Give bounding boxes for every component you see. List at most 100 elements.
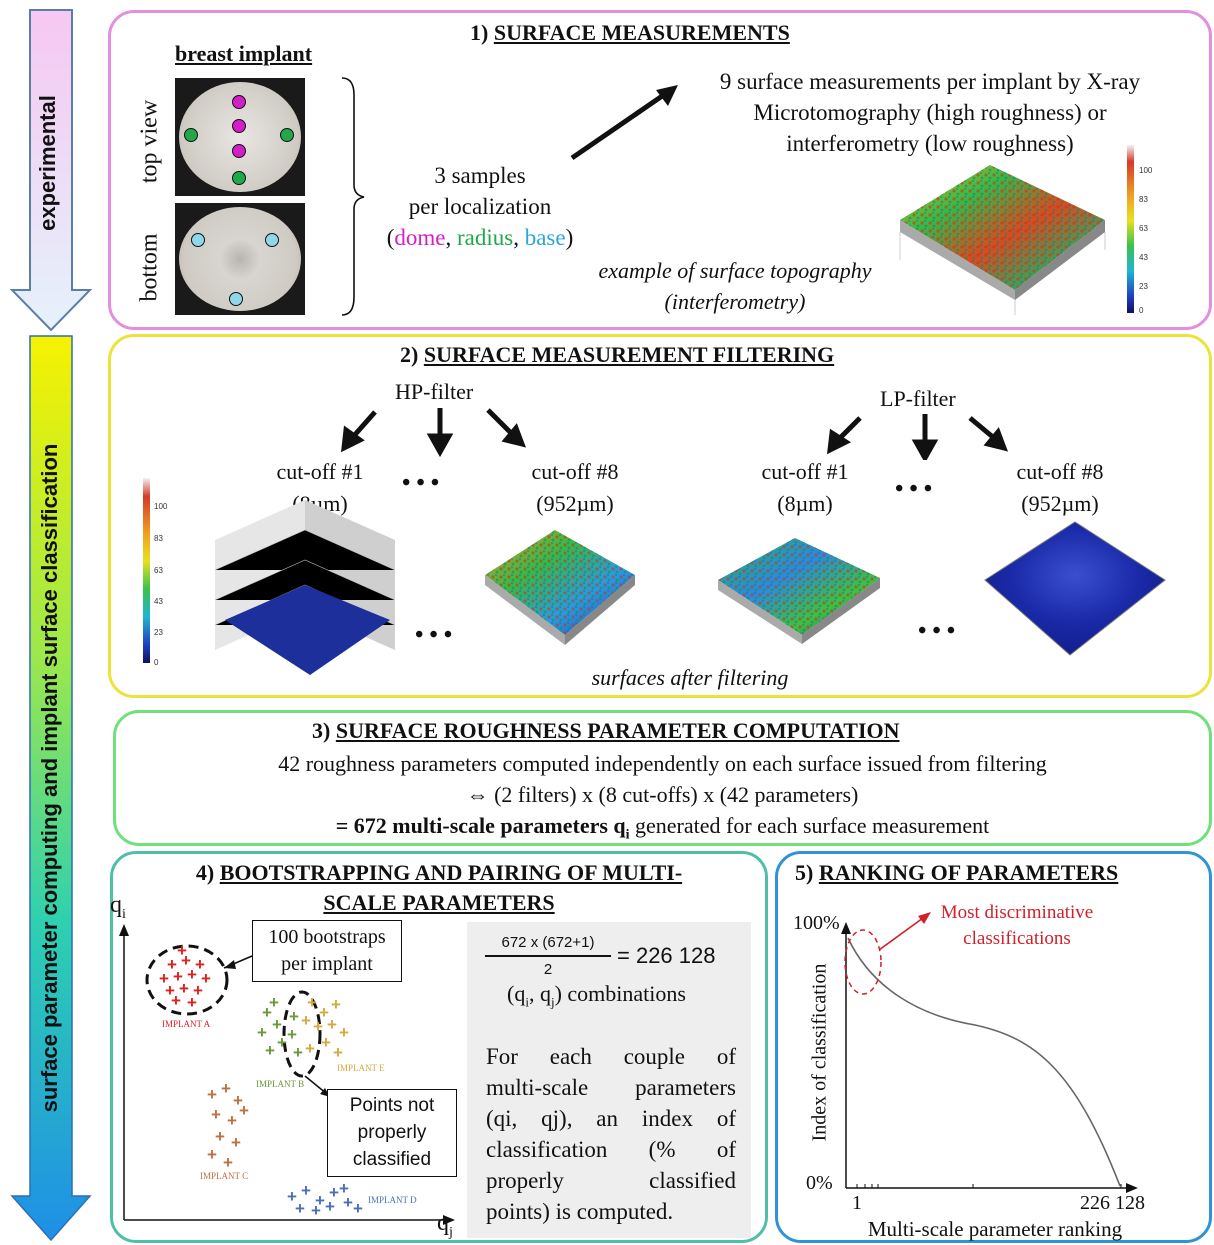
ranking-chart	[841, 912, 1138, 1193]
lp-cutoff8: cut-off #8(952µm)	[1016, 459, 1104, 516]
measure-arrow	[570, 85, 678, 161]
colorbar-tick: 63	[1139, 224, 1148, 233]
svg-text:+: +	[313, 1017, 323, 1036]
dome-dot	[232, 144, 246, 158]
colorbar-tick: 100	[154, 502, 168, 511]
panel3-line1: 42 roughness parameters computed indepen…	[278, 751, 1047, 776]
svg-text:+: +	[277, 1033, 287, 1052]
surface-topography-example	[899, 165, 1106, 315]
colorbar-tick: 0	[154, 658, 159, 667]
svg-text:+: +	[287, 1025, 297, 1044]
svg-text:+: +	[287, 1187, 297, 1206]
panel5-title: 5) RANKING OF PARAMETERS	[795, 860, 1119, 885]
x-min-label: 1	[852, 1192, 862, 1214]
svg-text:+: +	[331, 995, 341, 1014]
panel-parameter-computation	[113, 710, 1212, 846]
filter-arrows	[341, 408, 1009, 460]
svg-text:+: +	[195, 955, 205, 974]
svg-text:+: +	[233, 1091, 243, 1110]
panel2-title: 2) SURFACE MEASUREMENT FILTERING	[400, 342, 835, 367]
svg-text:+: +	[223, 1153, 233, 1172]
base-dot	[265, 233, 279, 247]
axis-qj: qj	[437, 1210, 453, 1240]
combinations-text: (qi, qj) combinations	[507, 981, 686, 1010]
radius-dot	[184, 128, 198, 142]
colorbar-tick: 63	[154, 566, 163, 575]
svg-text:+: +	[333, 1043, 343, 1062]
radius-dot	[280, 128, 294, 142]
formula-bar	[485, 955, 611, 957]
y-max-label: 100%	[793, 912, 840, 934]
lp-filter-label: LP-filter	[880, 386, 956, 411]
svg-text:+: +	[339, 1179, 349, 1198]
svg-text:+: +	[227, 1111, 237, 1130]
base-dot	[229, 292, 243, 306]
ranking-xlabel: Multi-scale parameter ranking	[867, 1217, 1123, 1241]
lp-cutoff1: cut-off #1(8µm)	[761, 459, 849, 516]
svg-text:+: +	[211, 1105, 221, 1124]
svg-text:+: +	[187, 993, 197, 1012]
colorbar-tick: 100	[1139, 166, 1153, 175]
panel3-line3: = 672 multi-scale parameters qi generate…	[335, 813, 990, 843]
svg-text:+: +	[187, 965, 197, 984]
x-max-label: 226 128	[1080, 1192, 1145, 1214]
svg-text:+: +	[171, 991, 181, 1010]
ranking-ylabel: Index of classification	[808, 963, 831, 1142]
measurement-text: 9 surface measurements per implant by X-…	[719, 69, 1141, 156]
svg-text:+: +	[257, 1023, 267, 1042]
dome-label: dome	[394, 225, 446, 250]
svg-text:+: +	[325, 1197, 335, 1216]
base-label: base	[524, 225, 566, 250]
hp-filter-label: HP-filter	[395, 379, 474, 404]
svg-text:+: +	[329, 1183, 339, 1202]
ellipsis: • • •	[895, 476, 933, 502]
top-view-label: top view	[136, 99, 163, 184]
filtering-caption: surfaces after filtering	[591, 665, 789, 690]
experimental-arrow	[9, 9, 93, 1242]
svg-text:+: +	[181, 951, 191, 970]
panel1-title: 1) SURFACE MEASUREMENTS	[470, 20, 790, 45]
svg-text:+: +	[207, 1145, 217, 1164]
svg-text:+: +	[221, 1079, 231, 1098]
svg-text:+: +	[319, 1003, 329, 1022]
svg-text:+: +	[353, 1199, 363, 1218]
colorbar-tick: 23	[154, 628, 163, 637]
svg-text:+: +	[159, 969, 169, 988]
ellipsis: • • •	[918, 618, 956, 644]
colorbar-tick: 43	[154, 597, 163, 606]
axis-qi: qi	[110, 892, 126, 922]
ellipsis: • • •	[415, 622, 453, 648]
svg-text:+: +	[215, 1127, 225, 1146]
svg-text:+: +	[315, 1191, 325, 1210]
lp-cutoff1-surface	[718, 538, 880, 644]
svg-text:+: +	[301, 1011, 311, 1030]
svg-text:+: +	[301, 1181, 311, 1200]
svg-text:+: +	[193, 981, 203, 1000]
implant-d-label: IMPLANT D	[368, 1195, 417, 1205]
implant-bottom-photo	[175, 203, 305, 315]
radius-dot	[232, 171, 246, 185]
hp-cutoff1-surface	[214, 500, 396, 675]
svg-text:+: +	[167, 955, 177, 974]
svg-text:+: +	[305, 1039, 315, 1058]
formula-result: = 226 128	[617, 943, 716, 968]
implant-a-label: IMPLANT A	[162, 1019, 211, 1029]
scatter-plot: +++++++++++++ +++++++++ ++++++++++ +++++…	[119, 924, 455, 1225]
colorbar-1	[1127, 145, 1134, 313]
svg-text:+: +	[207, 1085, 217, 1104]
svg-text:+: +	[327, 1015, 337, 1034]
svg-text:+: +	[289, 1007, 299, 1026]
panel-surface-filtering	[108, 334, 1212, 698]
svg-text:+: +	[165, 981, 175, 1000]
svg-text:+: +	[179, 979, 189, 998]
svg-text:+: +	[173, 967, 183, 986]
radius-label: radius	[457, 225, 514, 250]
lp-cutoff8-surface	[984, 521, 1166, 656]
implant-c-label: IMPLANT C	[200, 1171, 249, 1181]
panel-ranking	[775, 851, 1212, 1243]
colorbar-tick: 0	[1139, 306, 1144, 315]
experimental-label: experimental	[35, 95, 60, 231]
formula-numerator: 672 x (672+1)	[501, 934, 595, 951]
